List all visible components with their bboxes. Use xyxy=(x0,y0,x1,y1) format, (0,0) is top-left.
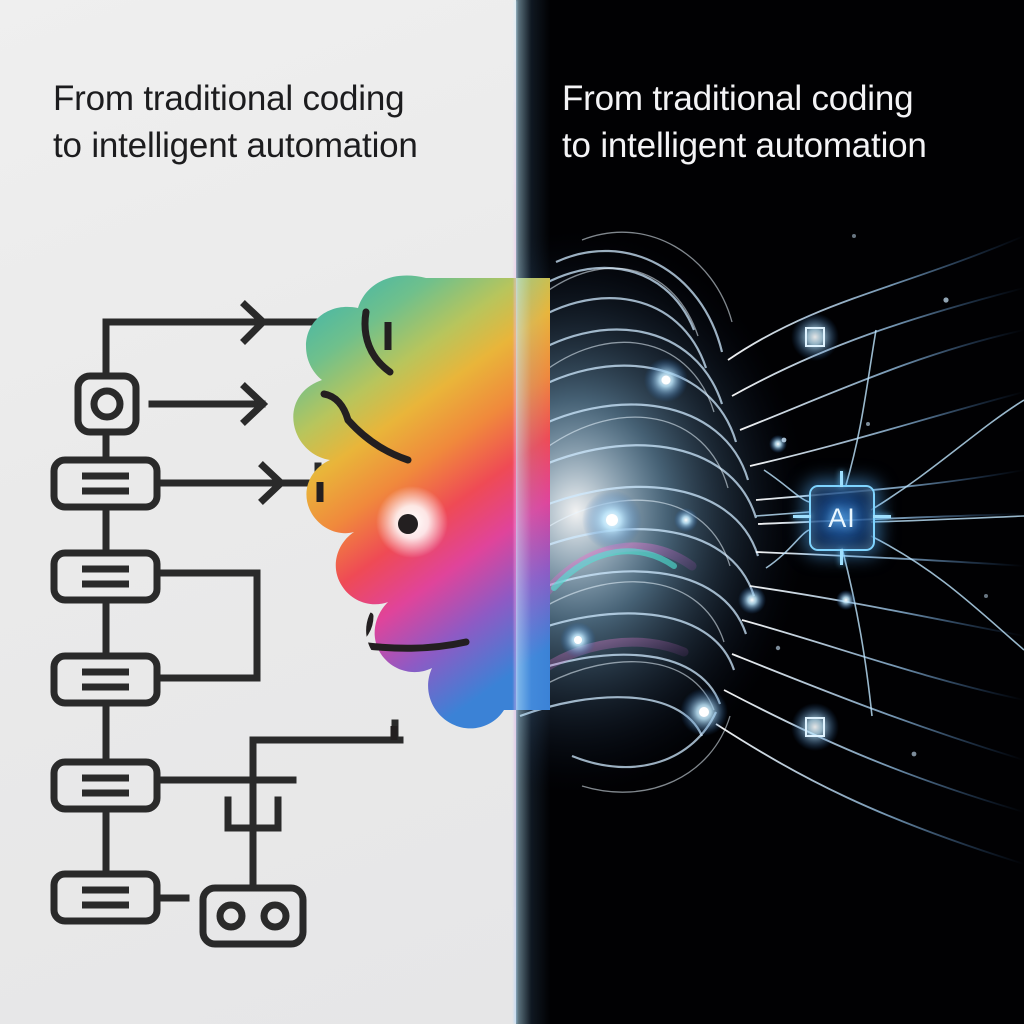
gradient-brain xyxy=(293,275,550,740)
flow-loop-right xyxy=(159,569,261,682)
flow-list-node-4 xyxy=(50,758,161,813)
core-halo xyxy=(516,232,806,792)
chip-feed-lines xyxy=(755,329,1024,717)
traditional-flow-diagram xyxy=(50,300,404,948)
arrowhead-top xyxy=(240,300,269,345)
brain-glow-node xyxy=(376,486,448,558)
chip-pin-right xyxy=(873,515,891,518)
left-headline: From traditional coding to intelligent a… xyxy=(53,79,418,165)
arrowhead-circle xyxy=(240,382,269,426)
flow-circle-node xyxy=(74,372,140,436)
chip-pin-bottom xyxy=(840,549,843,565)
flow-list-node-1 xyxy=(50,456,161,511)
distant-sparks xyxy=(775,234,988,757)
flow-list-node-2 xyxy=(50,549,161,604)
arrowhead-middle xyxy=(258,461,287,505)
flow-robot-node xyxy=(199,884,307,948)
glow-node-lower xyxy=(791,703,839,751)
flow-list-node-3 xyxy=(50,652,161,707)
fiber-fan-right xyxy=(715,235,1024,865)
teal-accents xyxy=(551,548,677,591)
neural-network-graphic xyxy=(516,231,1024,865)
right-headline: From traditional coding to intelligent a… xyxy=(562,79,927,165)
ai-chip-label: AI xyxy=(828,502,856,533)
chip-pin-left xyxy=(793,515,811,518)
flow-list-node-5 xyxy=(50,870,161,925)
chip-pin-top xyxy=(840,471,843,487)
ai-chip[interactable]: AI xyxy=(793,471,891,565)
glow-node-upper xyxy=(791,313,839,361)
right-panel-ai: From traditional coding to intelligent a… xyxy=(516,0,1024,1024)
brain-connectors xyxy=(316,322,398,740)
